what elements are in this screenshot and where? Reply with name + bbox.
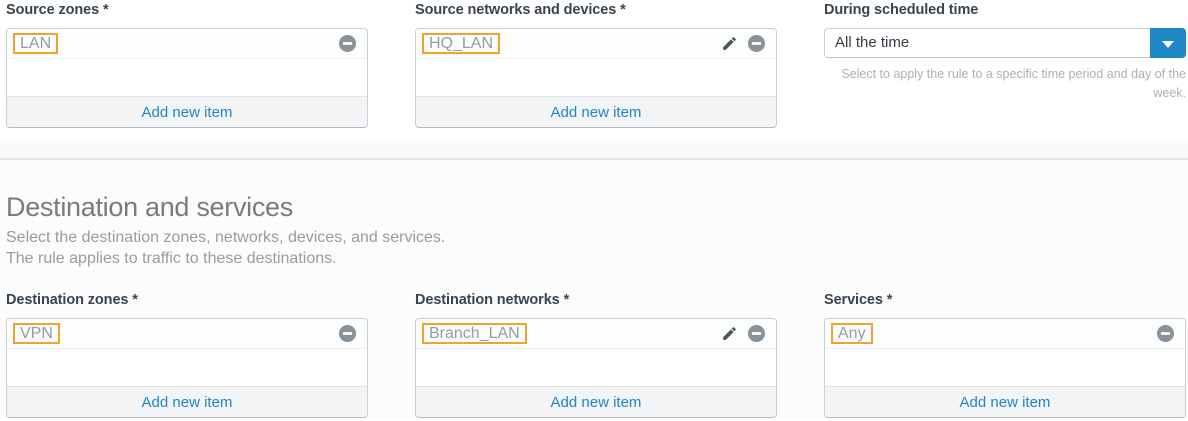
section-description-line2: The rule applies to traffic to these des… bbox=[6, 250, 337, 267]
item-actions bbox=[721, 324, 766, 343]
schedule-select[interactable]: All the time bbox=[824, 28, 1186, 58]
edit-item-icon[interactable] bbox=[721, 325, 738, 342]
field-source-zones: Source zones * LAN Add new item bbox=[6, 2, 368, 128]
field-scheduled-time: During scheduled time All the time Selec… bbox=[824, 2, 1186, 128]
field-services: Services * Any Add new item bbox=[824, 292, 1186, 418]
services-panel: Any Add new item bbox=[824, 318, 1186, 418]
destination-networks-panel: Branch_LAN Add new item bbox=[415, 318, 777, 418]
source-networks-panel: HQ_LAN Add new item bbox=[415, 28, 777, 128]
item-value-highlighted: Branch_LAN bbox=[422, 323, 527, 344]
add-new-item-button[interactable]: Add new item bbox=[7, 386, 367, 417]
list-item: HQ_LAN bbox=[416, 29, 776, 59]
remove-item-icon[interactable] bbox=[747, 34, 766, 53]
field-destination-networks: Destination networks * Branch_LAN bbox=[415, 292, 777, 418]
item-actions bbox=[1156, 324, 1175, 343]
list-item: LAN bbox=[7, 29, 367, 59]
services-label: Services * bbox=[824, 292, 893, 308]
panel-empty-area bbox=[416, 59, 776, 96]
schedule-selected-value: All the time bbox=[835, 34, 910, 51]
source-zones-label: Source zones * bbox=[6, 2, 109, 18]
panel-empty-area bbox=[416, 349, 776, 386]
remove-item-icon[interactable] bbox=[338, 34, 357, 53]
list-item: Any bbox=[825, 319, 1185, 349]
item-actions bbox=[338, 34, 357, 53]
section-title: Destination and services bbox=[6, 192, 293, 222]
edit-item-icon[interactable] bbox=[721, 35, 738, 52]
remove-item-icon[interactable] bbox=[747, 324, 766, 343]
destination-zones-panel: VPN Add new item bbox=[6, 318, 368, 418]
item-actions bbox=[338, 324, 357, 343]
section-gap bbox=[0, 128, 1188, 143]
remove-item-icon[interactable] bbox=[338, 324, 357, 343]
add-new-item-button[interactable]: Add new item bbox=[416, 96, 776, 127]
item-value-highlighted: Any bbox=[831, 323, 873, 344]
destination-networks-label: Destination networks * bbox=[415, 292, 570, 308]
source-networks-label: Source networks and devices * bbox=[415, 2, 626, 18]
destination-section: Destination and services Select the dest… bbox=[0, 160, 1188, 419]
remove-item-icon[interactable] bbox=[1156, 324, 1175, 343]
item-actions bbox=[721, 34, 766, 53]
item-value-highlighted: VPN bbox=[13, 323, 60, 344]
schedule-help-text: Select to apply the rule to a specific t… bbox=[841, 67, 1186, 100]
field-source-networks: Source networks and devices * HQ_LAN Add… bbox=[415, 2, 777, 128]
field-destination-zones: Destination zones * VPN Add new item bbox=[6, 292, 368, 418]
add-new-item-button[interactable]: Add new item bbox=[7, 96, 367, 127]
section-description-line1: Select the destination zones, networks, … bbox=[6, 229, 446, 246]
add-new-item-button[interactable]: Add new item bbox=[825, 386, 1185, 417]
destination-zones-label: Destination zones * bbox=[6, 292, 138, 308]
scheduled-time-label: During scheduled time bbox=[824, 2, 979, 18]
list-item: Branch_LAN bbox=[416, 319, 776, 349]
panel-empty-area bbox=[825, 349, 1185, 386]
section-divider bbox=[0, 143, 1188, 160]
section-description: Select the destination zones, networks, … bbox=[6, 227, 1188, 269]
destination-row: Destination zones * VPN Add new item bbox=[0, 292, 1188, 418]
panel-empty-area bbox=[7, 59, 367, 96]
list-item: VPN bbox=[7, 319, 367, 349]
panel-empty-area bbox=[7, 349, 367, 386]
chevron-down-icon[interactable] bbox=[1150, 28, 1186, 58]
add-new-item-button[interactable]: Add new item bbox=[416, 386, 776, 417]
source-zones-panel: LAN Add new item bbox=[6, 28, 368, 128]
item-value-highlighted: LAN bbox=[13, 33, 59, 54]
item-value-highlighted: HQ_LAN bbox=[422, 33, 501, 54]
source-row: Source zones * LAN Add new item Source n… bbox=[0, 0, 1188, 128]
